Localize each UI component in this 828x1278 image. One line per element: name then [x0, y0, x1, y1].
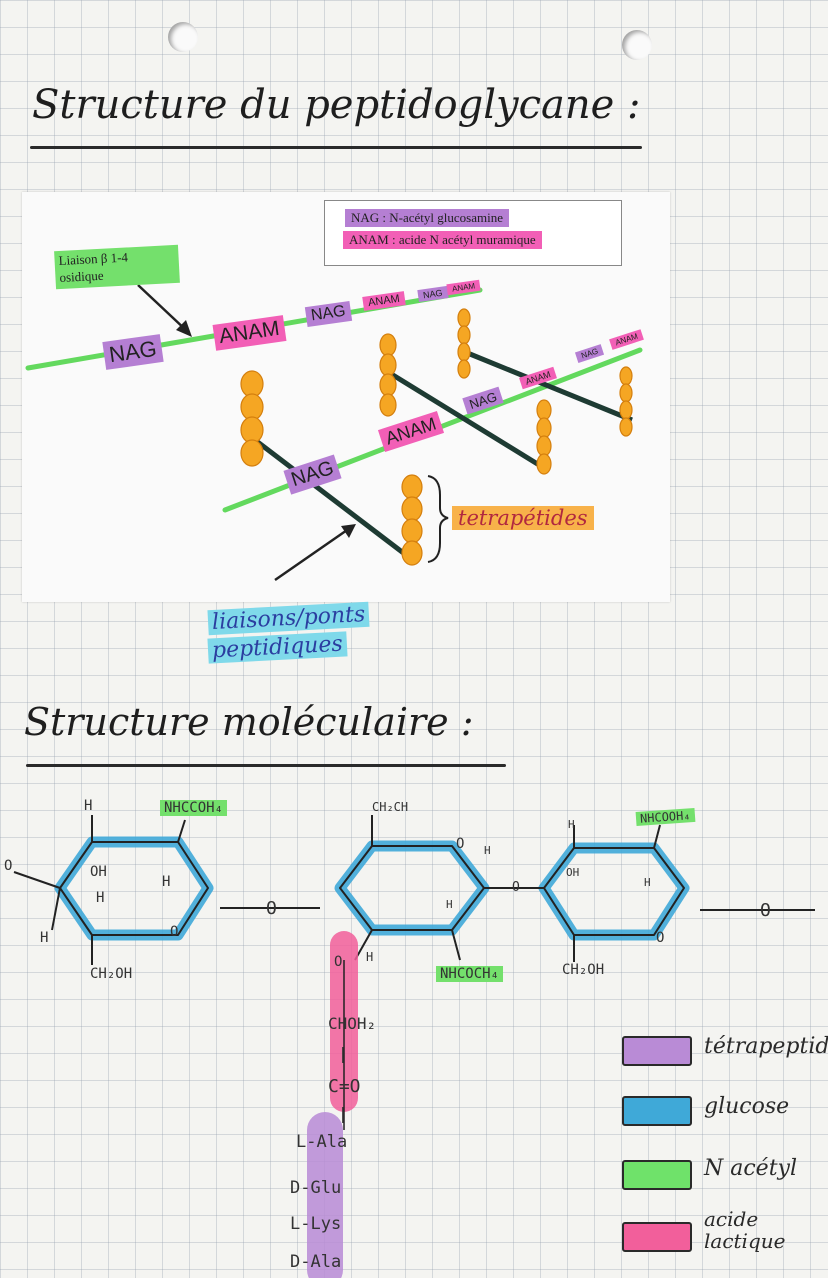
tetrapeptides-label: tetrapétides: [452, 506, 594, 530]
bridge-o-right: O: [760, 900, 771, 921]
atom-label-h: H: [162, 874, 171, 890]
atom-label-oh: OH: [566, 866, 580, 879]
nhccoh-label: NHCCOH₄: [160, 800, 228, 816]
liaison-text: Liaison β 1-4 osidique: [58, 249, 129, 285]
atom-label-o-left: O: [4, 858, 13, 874]
nhcooh-label: NHCOOH₄: [635, 807, 695, 827]
ponts-peptidiques-note: liaisons/ponts peptidiques: [207, 601, 370, 665]
ch2oh-label: CH₂OH: [562, 962, 605, 978]
chain-co: C=O: [328, 1076, 361, 1097]
ponts-line2: peptidiques: [207, 631, 348, 665]
page-title: Structure du peptidoglycane :: [32, 82, 641, 128]
atom-label-oh: OH: [90, 864, 107, 880]
molecular-title: Structure moléculaire :: [24, 700, 474, 744]
key-label-acide-lactique: acide lactique: [704, 1207, 786, 1253]
chain-d-ala: D-Ala: [290, 1252, 342, 1272]
ch2ch-label: CH₂CH: [372, 800, 409, 814]
atom-label-h: H: [446, 898, 453, 911]
key-label-n-acetyl: N acétyl: [704, 1156, 798, 1181]
chain-chohl: CHOH₂: [328, 1014, 377, 1033]
atom-label-h: H: [644, 876, 651, 889]
chain-l-ala: L-Ala: [296, 1132, 348, 1152]
diagram-legend: NAG : N-acétyl glucosamine ANAM : acide …: [324, 200, 622, 266]
key-label-tetrapeptide: tétrapeptide: [704, 1034, 828, 1059]
legend-nag: NAG : N-acétyl glucosamine: [345, 209, 509, 227]
punch-hole-left: [168, 22, 198, 52]
punch-hole-right: [622, 30, 652, 60]
key-swatch-acide-lactique: [622, 1222, 692, 1252]
chain-bond: |: [338, 1044, 348, 1063]
bridge-o: O: [512, 880, 520, 895]
nhcoch-label: NHCOCH₄: [436, 966, 504, 982]
atom-label-h: H: [484, 844, 491, 857]
atom-label-o: O: [456, 836, 465, 852]
chain-l-lys: L-Lys: [290, 1214, 342, 1234]
key-label-glucose: glucose: [704, 1094, 790, 1119]
bridge-o: O: [266, 898, 277, 919]
ch2oh-label: CH₂OH: [90, 966, 133, 982]
atom-label-h: H: [40, 930, 49, 946]
molecular-title-underline: [26, 764, 506, 767]
atom-label-o: O: [334, 954, 343, 970]
key-swatch-n-acetyl: [622, 1160, 692, 1190]
key-swatch-glucose: [622, 1096, 692, 1126]
atom-label-h: H: [84, 798, 93, 814]
atom-label-o: O: [170, 924, 179, 940]
atom-label-o: O: [656, 930, 665, 946]
atom-label-h: H: [366, 950, 374, 964]
liaison-osidique-label: Liaison β 1-4 osidique: [54, 244, 180, 290]
atom-label-h: H: [96, 890, 105, 906]
key-swatch-tetrapeptide: [622, 1036, 692, 1066]
chain-bond: |: [338, 1104, 348, 1123]
atom-label-h: H: [568, 818, 575, 831]
legend-anam: ANAM : acide N acétyl muramique: [343, 231, 542, 249]
chain-d-glu: D-Glu: [290, 1178, 342, 1198]
title-underline: [30, 146, 642, 149]
